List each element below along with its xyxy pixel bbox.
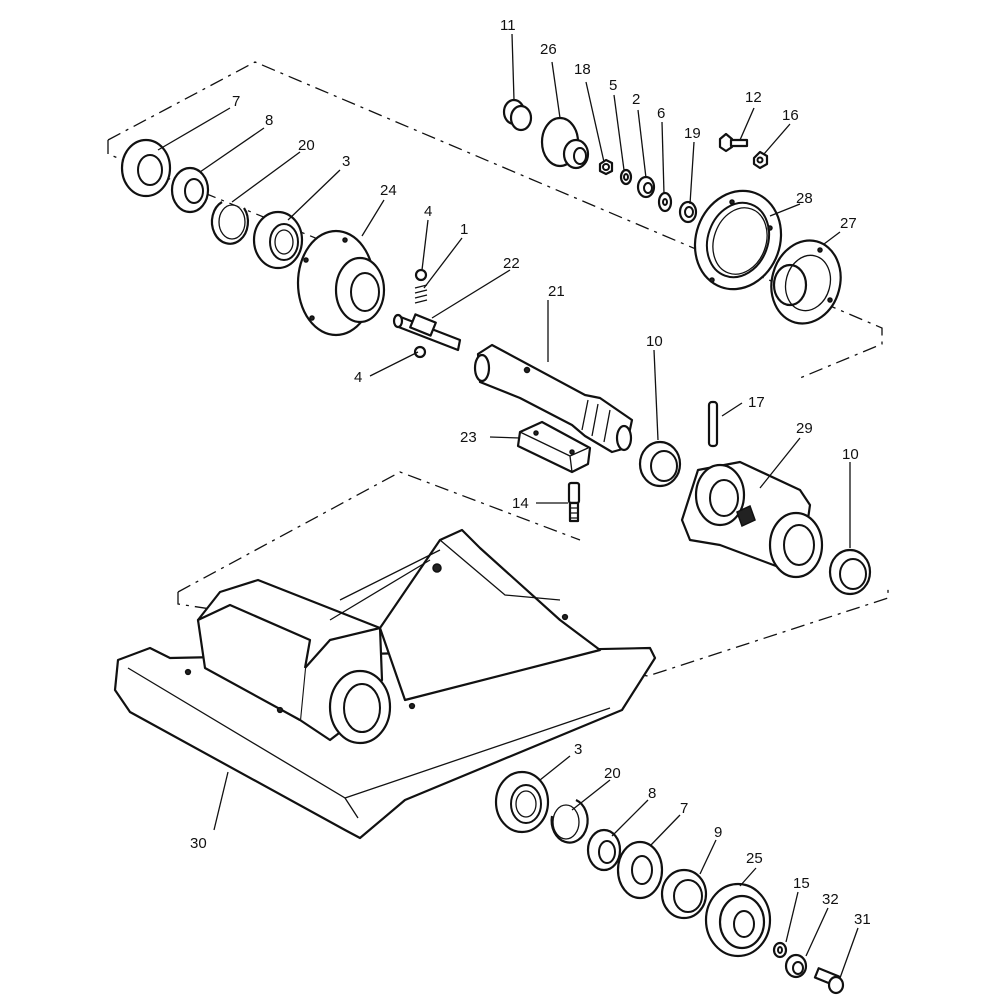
nut-32 [784,953,808,979]
callout-10-right: 10 [842,446,859,463]
callout-12: 12 [745,89,762,106]
key-23 [516,420,592,474]
nut-18 [598,158,614,176]
callout-labels: 11 26 18 5 2 6 19 12 16 7 8 20 3 24 4 1 … [190,17,871,928]
shaft-22 [392,313,462,352]
spacer-8-upper [170,166,210,214]
bolt-12 [718,132,749,153]
bearing-3-upper [252,210,304,270]
lower-assembly-boundary [177,471,889,677]
callout-4-lower: 4 [354,369,362,386]
callout-32: 32 [822,891,839,908]
washer-6 [657,191,673,213]
callout-27: 27 [840,215,857,232]
housing-29 [680,460,824,579]
gasket-28 [693,189,783,291]
callout-28: 28 [796,190,813,207]
spacer-8-lower [586,828,622,872]
callout-23: 23 [460,429,477,446]
callout-11: 11 [500,17,516,34]
callout-16: 16 [782,107,799,124]
washer-16 [752,150,769,170]
leader-lines [157,33,859,979]
base-plate-30 [113,528,657,840]
cover-27 [770,239,842,325]
callout-18: 18 [574,61,591,78]
bearing-housing-24 [296,229,386,337]
callout-10-left: 10 [646,333,663,350]
callout-22: 22 [503,255,520,272]
callout-21: 21 [548,283,565,300]
washer-15 [772,941,788,959]
pin-17 [707,400,719,448]
bushing-10-right [828,548,872,596]
callout-30: 30 [190,835,207,852]
callout-20-lower: 20 [604,765,621,782]
pulley-25 [704,882,772,958]
callout-15: 15 [793,875,810,892]
spring-1 [414,284,428,304]
circlip-20-lower [550,799,589,844]
callout-17: 17 [748,394,765,411]
bushing-9 [660,868,708,920]
callout-29: 29 [796,420,813,437]
callout-31: 31 [854,911,871,928]
bearing-3-lower [494,770,550,834]
callout-8-lower: 8 [648,785,656,802]
callout-26: 26 [540,41,557,58]
washer-5 [619,168,633,186]
callout-3-upper: 3 [342,153,350,170]
bolt-14 [567,481,581,523]
callout-3-lower: 3 [574,741,582,758]
eccentric-shaft-21 [473,343,634,454]
bolt-31 [813,967,845,995]
callout-1: 1 [460,221,468,238]
callout-24: 24 [380,182,397,199]
callout-9: 9 [714,824,722,841]
callout-19: 19 [684,125,701,142]
circlip-20-upper [210,201,250,245]
seal-7-lower [616,840,664,900]
callout-7-upper: 7 [232,93,240,110]
seal-7-upper [120,138,172,198]
callout-6: 6 [657,105,665,122]
upper-assembly-boundary [107,61,883,379]
callout-20-upper: 20 [298,137,315,154]
bushing-10-left [638,440,682,488]
ball-4-upper [414,268,428,282]
callout-14: 14 [512,495,529,512]
callout-8-upper: 8 [265,112,273,129]
seal-19 [678,200,698,224]
callout-7-lower: 7 [680,800,688,817]
cap-26 [540,116,590,170]
callout-25: 25 [746,850,763,867]
bushing-2 [636,175,656,199]
callout-4-upper: 4 [424,203,432,220]
callout-2: 2 [632,91,640,108]
plug-11 [502,98,533,132]
ball-4-lower [413,345,427,359]
callout-5: 5 [609,77,617,94]
